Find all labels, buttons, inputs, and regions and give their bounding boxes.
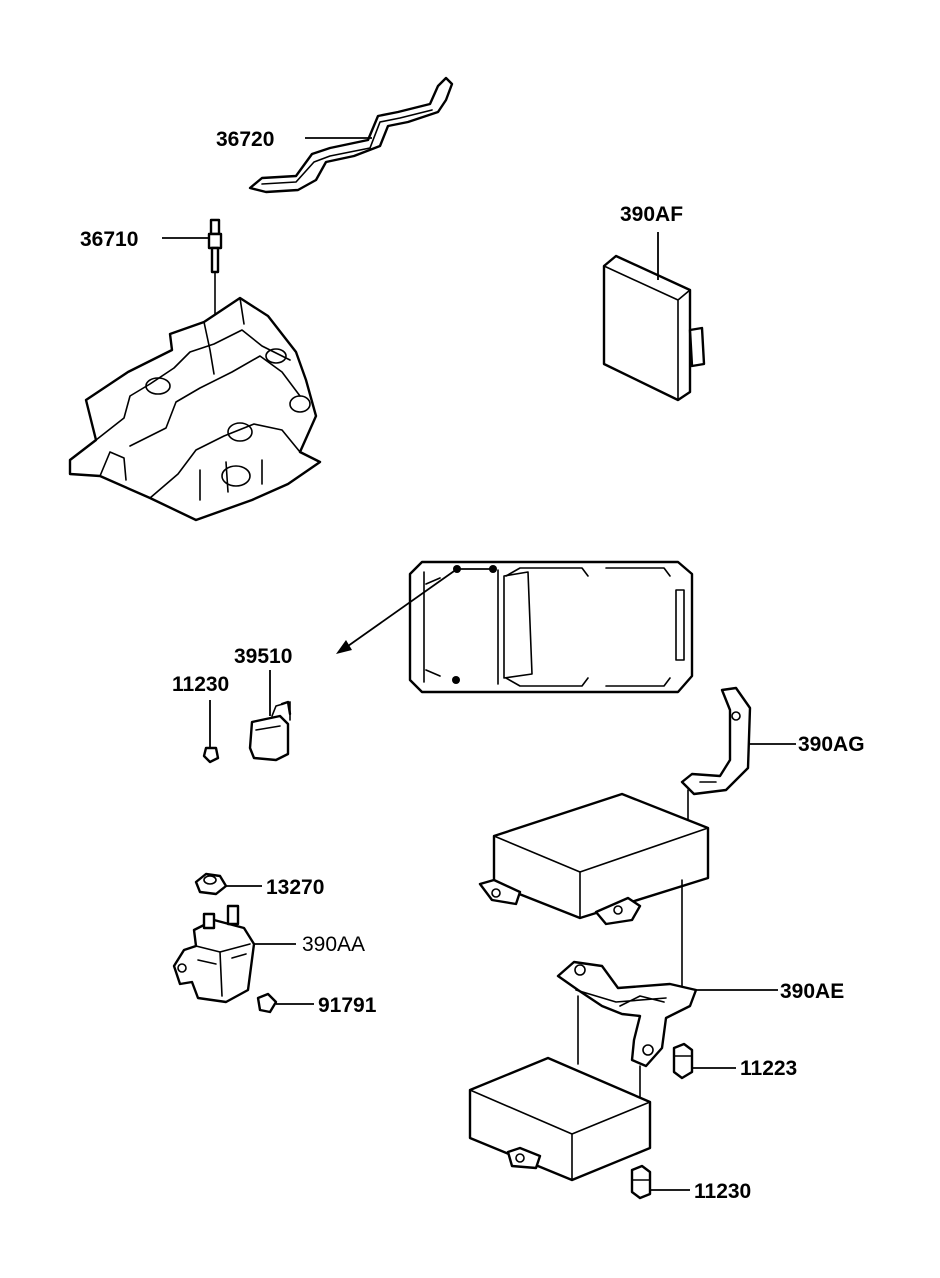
label-91791: 91791 (318, 994, 377, 1017)
label-39510: 39510 (234, 645, 292, 668)
part-39510-sensor[interactable] (248, 670, 292, 762)
part-390AA-relay[interactable] (172, 904, 296, 1004)
part-36720-harness[interactable] (248, 76, 454, 194)
part-91791-screw[interactable] (256, 992, 314, 1014)
label-13270: 13270 (266, 876, 324, 899)
part-390AG-bracket[interactable] (680, 686, 796, 831)
part-390AF-control-unit[interactable] (602, 232, 706, 402)
part-13270-nut[interactable] (194, 872, 262, 896)
label-390AG: 390AG (798, 733, 865, 756)
label-36720: 36720 (216, 128, 274, 151)
label-36710: 36710 (80, 228, 138, 251)
part-11230-bolt-left[interactable] (202, 700, 220, 764)
label-390AF: 390AF (620, 203, 683, 226)
control-module-upper (478, 792, 710, 991)
label-11230-left: 11230 (172, 673, 229, 696)
label-390AA: 390AA (302, 933, 365, 956)
control-module-lower (468, 1056, 652, 1182)
label-11230-bottom: 11230 (694, 1180, 751, 1203)
part-11230-bolt-bottom[interactable] (630, 1164, 690, 1200)
vehicle-top-view (336, 560, 694, 694)
engine-cylinder-head (68, 296, 322, 522)
part-11223-bolt[interactable] (672, 1042, 736, 1080)
label-390AE: 390AE (780, 980, 844, 1003)
label-11223: 11223 (740, 1057, 797, 1080)
